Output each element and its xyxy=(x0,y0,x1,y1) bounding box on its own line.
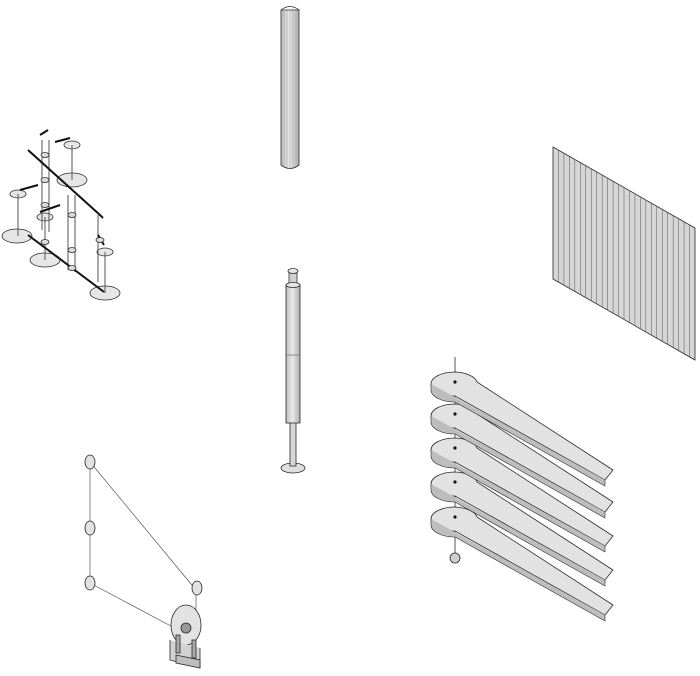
shelf-pivot xyxy=(453,515,457,519)
shelf-edge xyxy=(430,384,606,487)
shelf-pivot xyxy=(453,412,457,416)
ribbed-panel xyxy=(552,146,696,361)
shelf-pivot xyxy=(453,480,457,484)
shelf-edge xyxy=(430,519,606,622)
shelf-edge xyxy=(430,416,606,519)
shelf-pivot xyxy=(453,446,457,450)
pulley-node xyxy=(84,454,96,470)
shelf-edge xyxy=(430,484,606,587)
pedal-bracket xyxy=(169,634,201,669)
disc-stand-assembly xyxy=(1,129,121,301)
shelf-pivot xyxy=(453,380,457,384)
wire-pulley-frame xyxy=(84,454,203,669)
base-disc xyxy=(1,228,33,244)
shelf-edge xyxy=(430,450,606,553)
stacked-curved-shelves xyxy=(430,357,614,622)
pulley-node xyxy=(84,575,96,591)
half-pipe-column xyxy=(280,6,300,169)
pulley-node xyxy=(84,520,96,536)
telescopic-pole xyxy=(280,268,306,474)
weight-bob xyxy=(449,552,461,564)
pulley-node xyxy=(191,580,203,596)
